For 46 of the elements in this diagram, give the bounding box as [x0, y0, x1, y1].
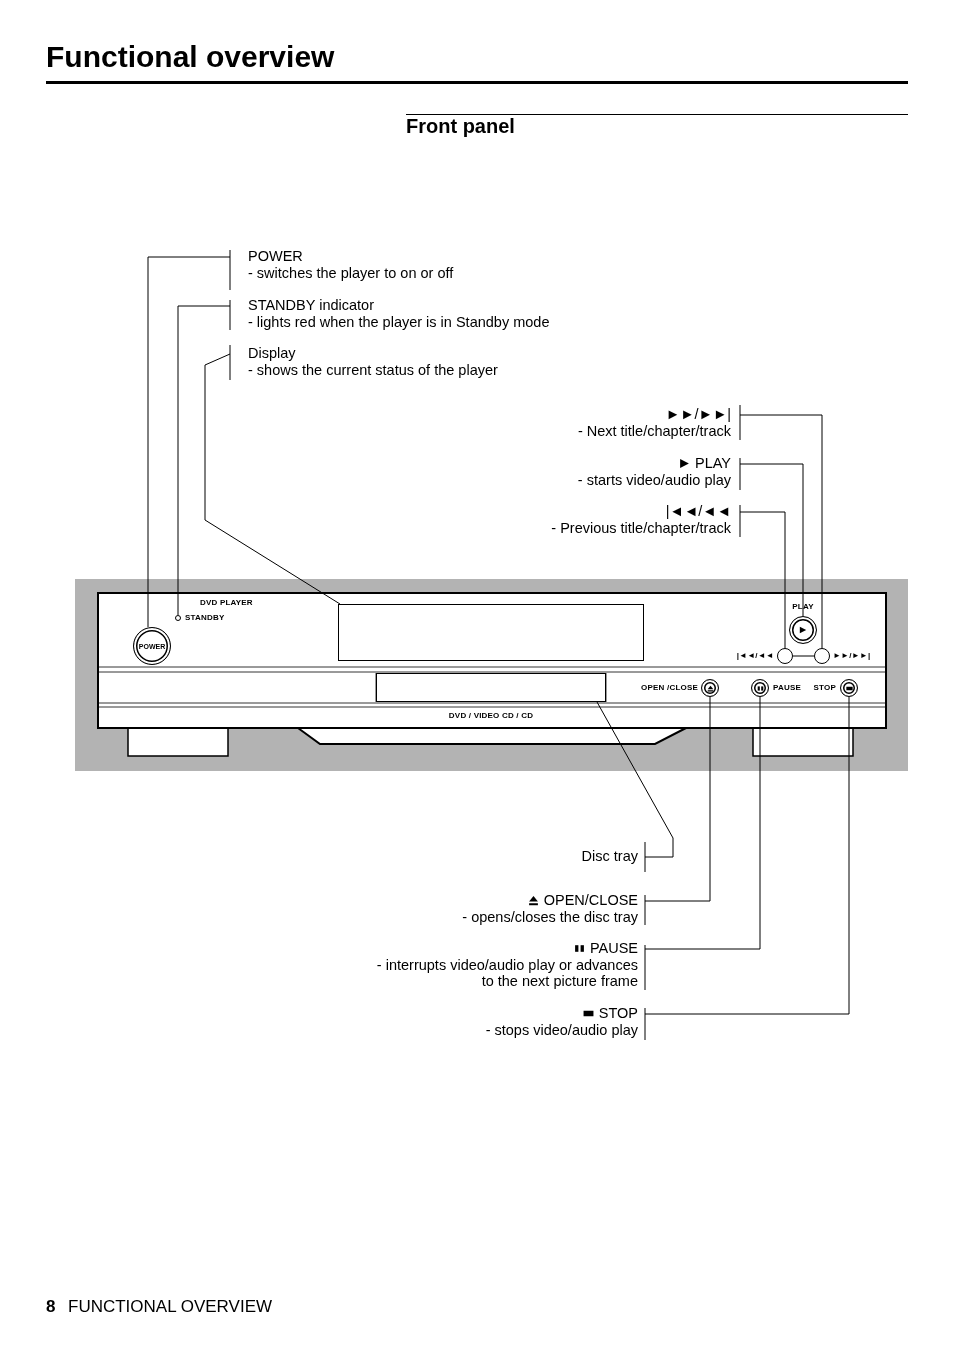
callout-heading: PLAY — [431, 455, 731, 472]
callout-text: - shows the current status of the player — [248, 361, 499, 378]
panel-text: DVD / VIDEO CD / CD — [448, 711, 534, 720]
callout-heading: Display — [248, 345, 297, 362]
leader-line — [739, 511, 786, 649]
connecting-line — [792, 655, 815, 657]
callout-heading: STANDBY indicator — [248, 297, 375, 314]
panel-text: PLAY — [792, 602, 814, 611]
callout-heading: OPEN/CLOSE — [338, 892, 638, 909]
callout-text: - interrupts video/audio play or advances to the next picture frame — [375, 956, 638, 990]
callout-heading: Disc tray — [580, 848, 638, 865]
leader-line — [147, 256, 231, 628]
panel-text: PAUSE — [773, 683, 801, 692]
leader-line — [177, 305, 231, 616]
panel-text: STOP — [813, 683, 836, 692]
leader-line — [204, 353, 341, 605]
section-heading: Front panel — [406, 115, 515, 138]
standby-indicator — [175, 615, 181, 621]
footer-text: FUNCTIONAL OVERVIEW — [68, 1297, 273, 1317]
callout-heading: |◄◄/◄◄ — [664, 503, 731, 520]
panel-text: OPEN /CLOSE — [641, 683, 698, 692]
callout-text: - Previous title/chapter/track — [550, 519, 731, 536]
leader-line — [739, 414, 823, 649]
callout-heading: PAUSE — [366, 940, 638, 957]
callout-text: - starts video/audio play — [576, 471, 731, 488]
callout-text: - switches the player to on or off — [248, 264, 455, 281]
page-title: Functional overview — [46, 40, 335, 74]
display-window — [338, 604, 644, 661]
callout-text: - stops video/audio play — [484, 1021, 638, 1038]
leader-line — [739, 463, 804, 617]
leader-line — [644, 696, 711, 902]
callout-text: - Next title/chapter/track — [576, 422, 731, 439]
panel-text: ►►/►►| — [833, 651, 871, 660]
callout-heading: STOP — [338, 1005, 638, 1022]
callout-text: - lights red when the player is in Standby mode — [248, 313, 551, 330]
callout-heading: ►►/►►| — [664, 406, 731, 423]
callout-heading: POWER — [248, 248, 304, 265]
leader-line — [596, 701, 674, 858]
page-number: 8 — [46, 1297, 56, 1317]
callout-text: - opens/closes the disc tray — [461, 908, 638, 925]
panel-text: DVD PLAYER — [200, 598, 253, 607]
panel-text: |◄◄/◄◄ — [736, 651, 774, 660]
disc-tray — [376, 673, 606, 702]
leader-line — [644, 696, 850, 1015]
leader-line — [644, 696, 761, 950]
panel-text: STANDBY — [185, 613, 225, 622]
